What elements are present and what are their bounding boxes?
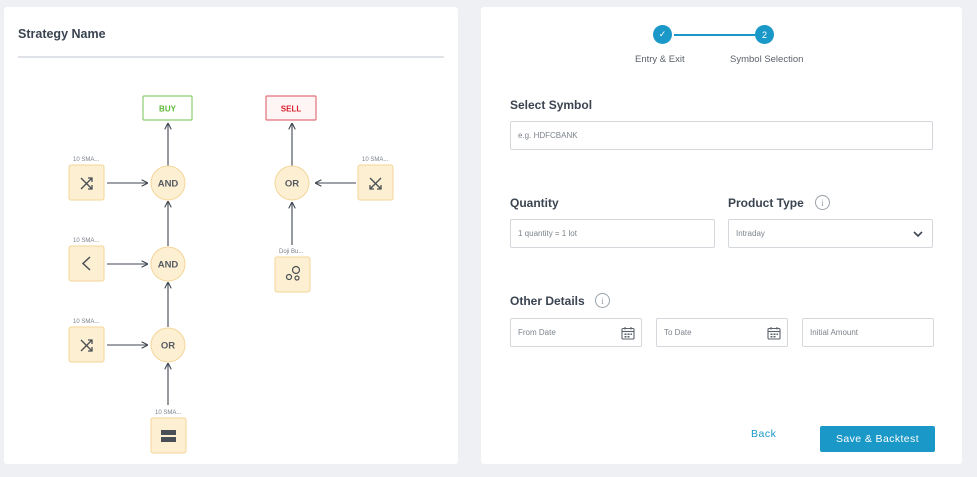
chevron-down-icon (913, 230, 923, 237)
strategy-diagram: BUY SELL AND AND OR (68, 95, 394, 454)
and-node-top[interactable]: AND (150, 165, 186, 201)
svg-text:AND: AND (158, 260, 179, 271)
and-node-mid[interactable]: AND (150, 246, 186, 282)
strategy-name-title: Strategy Name (18, 27, 106, 41)
quantity-input[interactable]: 1 quantity = 1 lot (510, 219, 715, 248)
save-backtest-button[interactable]: Save & Backtest (820, 426, 935, 452)
crossover-icon (80, 339, 93, 352)
or-node-bottom[interactable]: OR (150, 327, 186, 363)
svg-text:AND: AND (158, 179, 179, 190)
calendar-icon[interactable] (767, 326, 781, 340)
calendar-icon[interactable] (621, 326, 635, 340)
sma-input-1[interactable]: 10 SMA... (68, 157, 105, 201)
crossover-icon (80, 177, 93, 190)
less-than-icon (81, 256, 91, 271)
from-date-placeholder: From Date (518, 328, 556, 337)
product-type-value: Intraday (736, 229, 765, 238)
to-date-input[interactable]: To Date (656, 318, 788, 347)
step-2-badge[interactable]: 2 (755, 25, 774, 44)
sell-label: SELL (281, 105, 302, 114)
buy-node[interactable]: BUY (142, 95, 193, 121)
sma-input-3-label: 10 SMA... (73, 319, 100, 325)
stepper-line (674, 34, 765, 36)
svg-text:OR: OR (161, 341, 175, 352)
doji-input[interactable]: Doji Bu... (274, 249, 311, 293)
to-date-placeholder: To Date (664, 328, 692, 337)
sma-input-4[interactable]: 10 SMA... (150, 410, 187, 454)
candle-pattern-icon (285, 265, 301, 281)
sma-input-4-label: 10 SMA... (155, 410, 182, 416)
sma-input-sell[interactable]: 10 SMA... (357, 157, 394, 201)
initial-amount-placeholder: Initial Amount (810, 328, 859, 337)
sma-input-2-label: 10 SMA... (73, 238, 100, 244)
buy-label: BUY (159, 105, 177, 114)
sell-node[interactable]: SELL (265, 95, 317, 121)
step-1-label[interactable]: Entry & Exit (635, 54, 685, 65)
product-type-label: Product Type (728, 196, 804, 210)
sma-input-2[interactable]: 10 SMA... (68, 238, 105, 282)
from-date-input[interactable]: From Date (510, 318, 642, 347)
crossunder-icon (369, 177, 382, 190)
sma-input-sell-label: 10 SMA... (362, 157, 389, 163)
other-details-label: Other Details (510, 294, 585, 308)
strategy-panel: Strategy Name BUY SELL (4, 7, 458, 464)
sma-input-3[interactable]: 10 SMA... (68, 319, 105, 363)
info-icon[interactable]: i (815, 195, 830, 210)
product-type-select[interactable]: Intraday (728, 219, 933, 248)
initial-amount-input[interactable]: Initial Amount (802, 318, 934, 347)
divider (18, 56, 444, 58)
doji-input-label: Doji Bu... (279, 249, 304, 255)
step-2-label[interactable]: Symbol Selection (730, 54, 804, 65)
backtest-form-panel: ✓ 2 Entry & Exit Symbol Selection Select… (481, 7, 962, 464)
svg-text:OR: OR (285, 179, 299, 190)
or-node-sell[interactable]: OR (274, 165, 310, 201)
block-icon (161, 430, 176, 442)
quantity-label: Quantity (510, 196, 559, 210)
symbol-placeholder: e.g. HDFCBANK (518, 131, 578, 140)
step-1-check-icon[interactable]: ✓ (653, 25, 672, 44)
sma-input-1-label: 10 SMA... (73, 157, 100, 163)
quantity-placeholder: 1 quantity = 1 lot (518, 229, 577, 238)
info-icon[interactable]: i (595, 293, 610, 308)
symbol-input[interactable]: e.g. HDFCBANK (510, 121, 933, 150)
select-symbol-label: Select Symbol (510, 98, 593, 112)
back-button[interactable]: Back (751, 428, 777, 440)
